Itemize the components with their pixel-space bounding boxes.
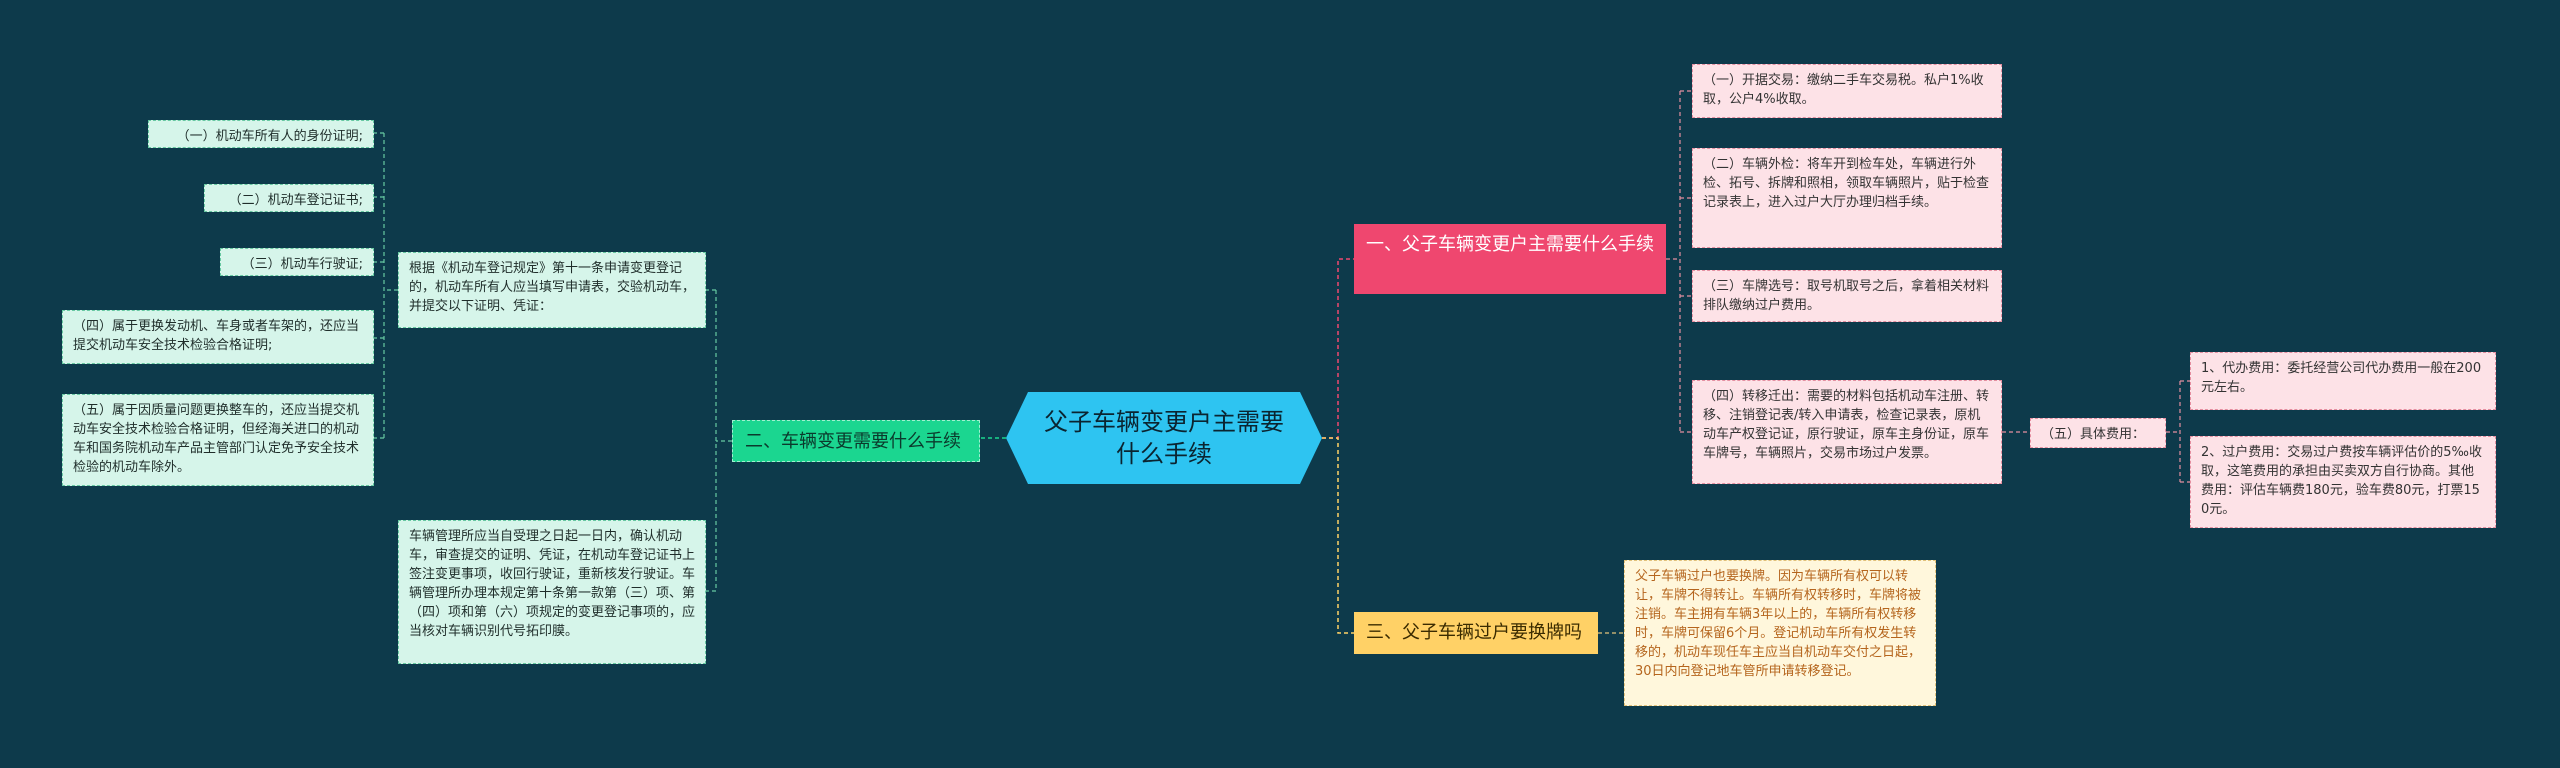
b3-detail[interactable]: 父子车辆过户也要换牌。因为车辆所有权可以转让，车牌不得转让。车辆所有权转移时，车… [1624,560,1936,706]
branch-3-topic[interactable]: 三、父子车辆过户要换牌吗 [1354,612,1598,654]
b2-item-registration-cert[interactable]: （二）机动车登记证书; [204,184,374,212]
root-topic[interactable]: 父子车辆变更户主需要什么手续 [1006,392,1322,484]
b2-item-driving-license[interactable]: （三）机动车行驶证; [220,248,374,276]
branch-1-topic[interactable]: 一、父子车辆变更户主需要什么手续 [1354,224,1666,294]
b1-item-plate-selection[interactable]: （三）车牌选号：取号机取号之后，拿着相关材料排队缴纳过户费用。 [1692,270,2002,322]
connector-root-b3 [1322,437,1354,634]
fee-topic[interactable]: （五）具体费用： [2030,418,2166,448]
connector-root-b1 [1322,258,1354,439]
b2-item-id-proof[interactable]: （一）机动车所有人的身份证明; [148,120,374,148]
fee-item-agency[interactable]: 1、代办费用：委托经营公司代办费用一般在200元左右。 [2190,352,2496,410]
branch-2-topic[interactable]: 二、车辆变更需要什么手续 [732,420,980,462]
connector-fee-items [2166,380,2190,483]
connector-intro-items [374,132,398,439]
fee-item-transfer[interactable]: 2、过户费用：交易过户费按车辆评估价的5‰收取，这笔费用的承担由买卖双方自行协商… [2190,436,2496,528]
connector-b2-children [706,289,732,592]
b2-process[interactable]: 车辆管理所应当自受理之日起一日内，确认机动车，审查提交的证明、凭证，在机动车登记… [398,520,706,664]
b1-item-trade-tax[interactable]: （一）开据交易：缴纳二手车交易税。私户1%收取，公户4%收取。 [1692,64,2002,118]
connector-b1-children [1666,90,1692,433]
b2-item-engine-body[interactable]: （四）属于更换发动机、车身或者车架的，还应当提交机动车安全技术检验合格证明; [62,310,374,364]
b1-item-transfer-out[interactable]: （四）转移迁出：需要的材料包括机动车注册、转移、注销登记表/转入申请表，检查记录… [1692,380,2002,484]
b2-intro[interactable]: 根据《机动车登记规定》第十一条申请变更登记的，机动车所有人应当填写申请表，交验机… [398,252,706,328]
b1-item-inspection[interactable]: （二）车辆外检：将车开到检车处，车辆进行外检、拓号、拆牌和照相，领取车辆照片，贴… [1692,148,2002,248]
b2-item-quality-replace[interactable]: （五）属于因质量问题更换整车的，还应当提交机动车安全技术检验合格证明，但经海关进… [62,394,374,486]
